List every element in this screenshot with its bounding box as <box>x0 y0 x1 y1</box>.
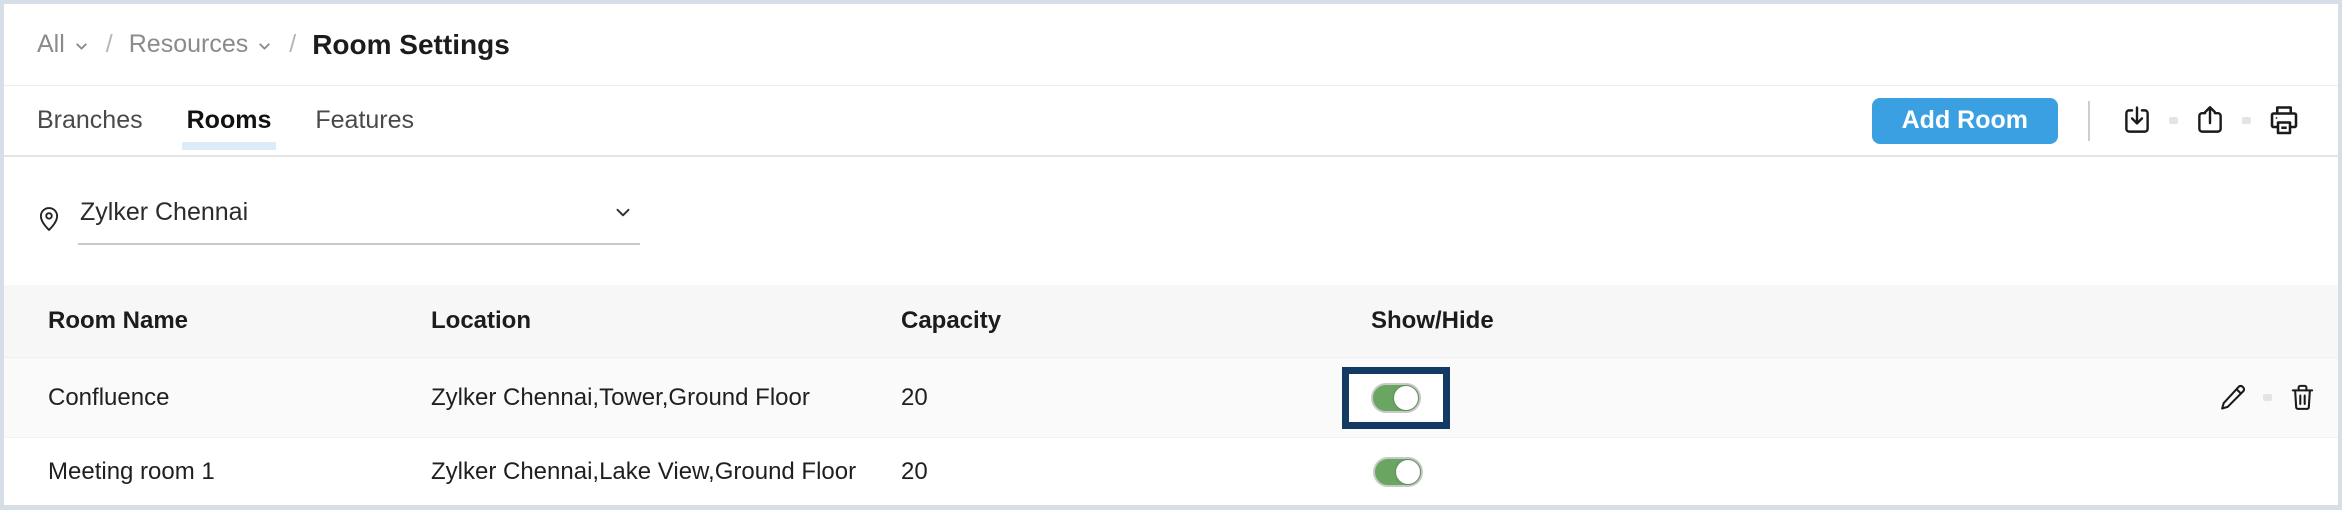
location-select[interactable]: Zylker Chennai <box>34 198 640 245</box>
upload-icon <box>2198 105 2222 133</box>
table-row[interactable]: Confluence Zylker Chennai,Tower,Ground F… <box>4 357 2338 437</box>
active-tab-underline <box>181 142 277 150</box>
chevron-down-icon <box>259 42 270 50</box>
dot-separator <box>2169 117 2178 124</box>
toggle-knob <box>1396 459 1420 484</box>
page-title: Room Settings <box>312 28 510 60</box>
toolbar: Add Room <box>1871 86 2338 155</box>
breadcrumb-item-resources[interactable]: Resources <box>129 30 274 59</box>
row-actions <box>2217 382 2338 413</box>
tab-branches[interactable]: Branches <box>35 86 145 155</box>
edit-button[interactable] <box>2217 382 2248 413</box>
room-name-cell: Confluence <box>48 383 170 411</box>
download-icon <box>2125 105 2149 133</box>
breadcrumb-label: All <box>37 30 65 58</box>
trash-icon <box>2291 384 2314 410</box>
capacity-cell: 20 <box>901 383 928 411</box>
show-hide-toggle[interactable] <box>1371 382 1421 413</box>
dot-separator <box>2263 394 2272 401</box>
column-header-capacity: Capacity <box>901 307 1002 334</box>
chevron-down-icon <box>76 42 87 50</box>
import-button[interactable] <box>2120 104 2154 138</box>
tabs: Branches Rooms Features <box>4 86 416 155</box>
toolbar-divider <box>2088 100 2090 141</box>
tab-label: Branches <box>37 106 143 134</box>
location-pin-icon <box>34 203 64 245</box>
breadcrumb-item-all[interactable]: All <box>37 30 90 59</box>
add-room-button[interactable]: Add Room <box>1871 97 2058 144</box>
table-row[interactable]: Meeting room 1 Zylker Chennai,Lake View,… <box>4 437 2338 505</box>
print-button[interactable] <box>2266 103 2302 139</box>
rooms-table: Room Name Location Capacity Show/Hide Co… <box>4 285 2338 505</box>
table-header-row: Room Name Location Capacity Show/Hide <box>4 285 2338 357</box>
capacity-cell: 20 <box>901 457 928 485</box>
column-header-room-name: Room Name <box>48 307 189 334</box>
toggle-knob <box>1394 385 1418 410</box>
dot-separator <box>2242 117 2251 124</box>
print-icon <box>2270 105 2298 134</box>
breadcrumb-separator: / <box>105 30 113 58</box>
show-hide-cell <box>1342 366 2338 429</box>
delete-button[interactable] <box>2287 382 2318 413</box>
tab-rooms[interactable]: Rooms <box>181 86 277 155</box>
room-name-cell: Meeting room 1 <box>48 457 215 485</box>
chevron-down-icon <box>616 208 630 217</box>
export-button[interactable] <box>2193 104 2227 138</box>
tab-bar: Branches Rooms Features Add Room <box>4 86 2338 157</box>
breadcrumb-separator: / <box>289 30 297 58</box>
column-header-show-hide: Show/Hide <box>1371 307 1494 334</box>
tab-label: Rooms <box>186 106 272 134</box>
breadcrumb-label: Resources <box>128 30 249 58</box>
column-header-location: Location <box>431 307 531 334</box>
location-cell: Zylker Chennai,Lake View,Ground Floor <box>431 457 857 485</box>
breadcrumb: All / Resources / Room Settings <box>4 4 2338 86</box>
location-select-value: Zylker Chennai <box>80 197 249 226</box>
filter-bar: Zylker Chennai <box>4 157 2338 285</box>
tab-label: Features <box>315 106 415 134</box>
location-select-field[interactable]: Zylker Chennai <box>78 198 640 245</box>
toggle-focus-highlight <box>1342 366 1450 429</box>
show-hide-toggle[interactable] <box>1373 456 1423 487</box>
tab-features[interactable]: Features <box>313 86 416 155</box>
location-cell: Zylker Chennai,Tower,Ground Floor <box>431 383 810 411</box>
show-hide-cell <box>1371 456 2338 487</box>
pencil-icon <box>2221 384 2246 410</box>
